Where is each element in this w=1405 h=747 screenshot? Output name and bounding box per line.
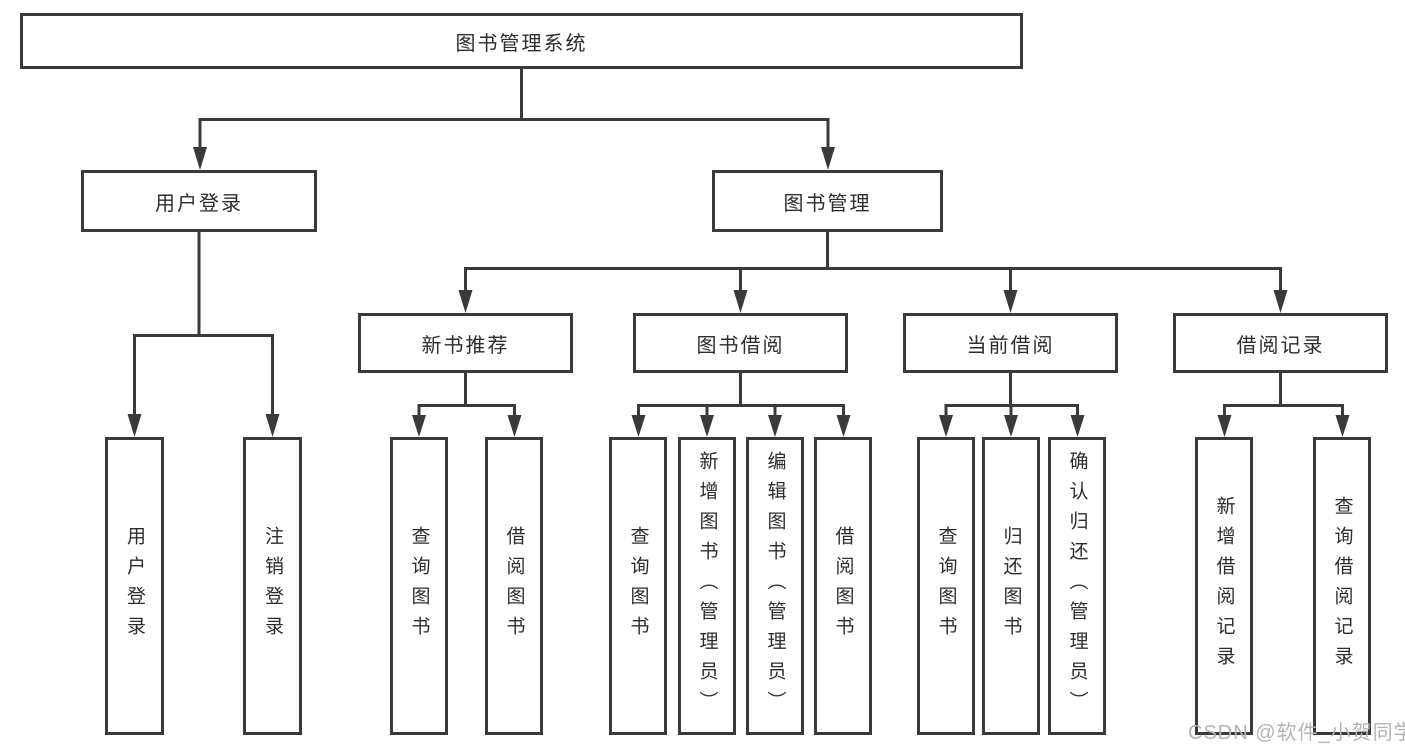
connector-borrow-to-leaves bbox=[637, 373, 845, 417]
connector-root-to-level2 bbox=[198, 69, 830, 149]
leaf-query-books-borrowing-label: 查询图书 bbox=[627, 526, 649, 646]
leaf-query-books-current-label: 查询图书 bbox=[935, 526, 957, 646]
leaf-add-borrow-record-label: 新增借阅记录 bbox=[1213, 496, 1235, 676]
node-root-label: 图书管理系统 bbox=[455, 32, 588, 55]
node-user-login: 用户登录 bbox=[81, 170, 317, 232]
connector-newbooks-to-leaves bbox=[417, 373, 516, 417]
leaf-query-books-recommend-label: 查询图书 bbox=[408, 526, 430, 646]
arrowheads-borrow-leaves bbox=[631, 415, 851, 437]
leaf-edit-books-admin-label: 编辑图书（管理员） bbox=[764, 451, 786, 721]
node-borrow-records-label: 借阅记录 bbox=[1236, 334, 1325, 357]
leaf-logout-label: 注销登录 bbox=[262, 526, 283, 646]
leaf-confirm-return-admin: 确认归还（管理员） bbox=[1048, 437, 1106, 735]
leaf-borrow-books-recommend: 借阅图书 bbox=[485, 437, 543, 735]
arrowheads-level3 bbox=[458, 290, 1288, 313]
connector-userlogin-to-leaves bbox=[133, 232, 274, 416]
leaf-query-borrow-record: 查询借阅记录 bbox=[1313, 437, 1371, 735]
node-new-book-recommend-label: 新书推荐 bbox=[421, 334, 510, 357]
arrowheads-userlogin-leaves bbox=[127, 414, 280, 437]
node-book-borrowing: 图书借阅 bbox=[633, 313, 848, 373]
node-book-management-label: 图书管理 bbox=[783, 192, 872, 215]
node-current-borrowing: 当前借阅 bbox=[903, 313, 1118, 373]
connector-bookmgmt-to-level3 bbox=[464, 232, 1282, 292]
node-new-book-recommend: 新书推荐 bbox=[358, 313, 573, 373]
leaf-return-books-label: 归还图书 bbox=[1000, 526, 1022, 646]
leaf-confirm-return-admin-label: 确认归还（管理员） bbox=[1066, 451, 1088, 721]
leaf-query-books-borrowing: 查询图书 bbox=[609, 437, 667, 735]
node-user-login-label: 用户登录 bbox=[155, 192, 243, 215]
arrowheads-level2 bbox=[193, 147, 835, 170]
leaf-query-books-recommend: 查询图书 bbox=[390, 437, 448, 735]
leaf-add-books-admin: 新增图书（管理员） bbox=[678, 437, 736, 735]
leaf-edit-books-admin: 编辑图书（管理员） bbox=[746, 437, 804, 735]
arrowheads-current-leaves bbox=[939, 415, 1085, 437]
node-current-borrowing-label: 当前借阅 bbox=[966, 334, 1055, 357]
node-book-management: 图书管理 bbox=[712, 170, 943, 232]
connector-records-to-leaves bbox=[1223, 373, 1344, 417]
node-root-system: 图书管理系统 bbox=[20, 13, 1023, 69]
node-book-borrowing-label: 图书借阅 bbox=[696, 334, 785, 357]
leaf-borrow-books-label: 借阅图书 bbox=[832, 526, 854, 646]
leaf-add-borrow-record: 新增借阅记录 bbox=[1195, 437, 1253, 735]
leaf-logout: 注销登录 bbox=[243, 437, 302, 735]
leaf-user-login-label: 用户登录 bbox=[124, 526, 145, 646]
arrowheads-records-leaves bbox=[1217, 415, 1350, 437]
leaf-borrow-books-recommend-label: 借阅图书 bbox=[503, 526, 525, 646]
leaf-query-borrow-record-label: 查询借阅记录 bbox=[1331, 496, 1353, 676]
csdn-watermark: CSDN @软件_小贺同学 bbox=[1188, 722, 1405, 744]
node-borrow-records: 借阅记录 bbox=[1173, 313, 1388, 373]
leaf-user-login: 用户登录 bbox=[105, 437, 164, 735]
leaf-add-books-admin-label: 新增图书（管理员） bbox=[696, 451, 718, 721]
leaf-return-books: 归还图书 bbox=[982, 437, 1040, 735]
leaf-query-books-current: 查询图书 bbox=[917, 437, 975, 735]
arrowheads-newbooks-leaves bbox=[412, 415, 522, 437]
connector-current-to-leaves bbox=[944, 373, 1079, 417]
leaf-borrow-books: 借阅图书 bbox=[814, 437, 872, 735]
